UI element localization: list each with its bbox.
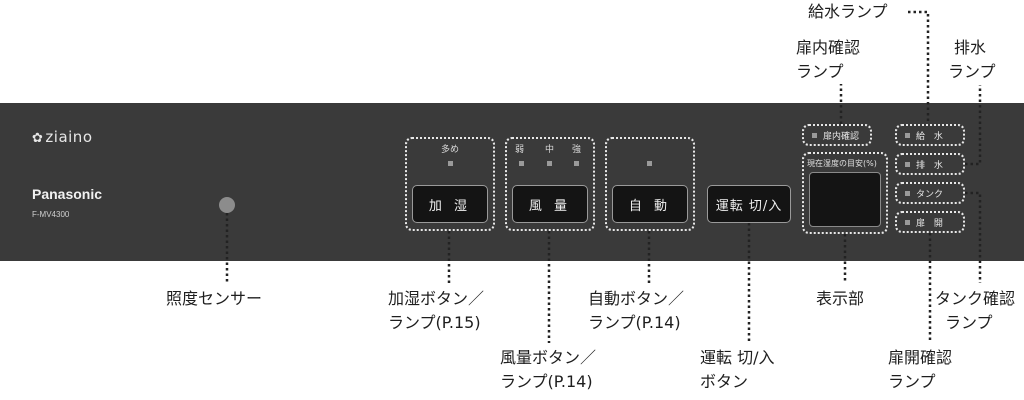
callout-humidify: 加湿ボタン／ ランプ(P.15) (388, 287, 484, 335)
callout-airflow-line1: 風量ボタン／ (500, 348, 597, 367)
callout-door-inner-line2: ランプ (796, 62, 844, 81)
callout-drain-line2: ランプ (948, 62, 996, 81)
airflow-button[interactable]: 風 量 (512, 185, 588, 223)
callout-auto: 自動ボタン／ ランプ(P.14) (588, 287, 684, 335)
door-inner-lamp: 扉内確認 (802, 124, 872, 146)
airflow-lamp-low (519, 161, 524, 166)
humidify-lamp (448, 161, 453, 166)
callout-drain: 排水 ランプ (948, 36, 996, 84)
auto-button[interactable]: 自 動 (612, 185, 688, 223)
callout-water-supply: 給水ランプ (808, 2, 888, 21)
drain-lamp-label: 排 水 (916, 160, 946, 171)
airflow-lamp-mid (547, 161, 552, 166)
drain-lamp: 排 水 (895, 153, 965, 175)
auto-group-outline (605, 137, 695, 231)
door-inner-lamp-label: 扉内確認 (823, 131, 860, 142)
callout-power-line2: ボタン (700, 372, 749, 391)
leader-drain (965, 85, 982, 166)
display-outline (802, 152, 888, 234)
logo-text: ziaino (45, 128, 93, 146)
callout-tank-line2: ランプ (945, 313, 993, 332)
door-inner-led (812, 132, 817, 138)
callout-door-inner-line1: 扉内確認 (796, 38, 861, 57)
tank-lamp-label: タンク (916, 189, 944, 200)
humidify-button[interactable]: 加 湿 (412, 185, 488, 223)
airflow-level-high: 強 (572, 145, 582, 155)
door-open-lamp-label: 扉 開 (916, 218, 946, 229)
humidify-level-label: 多め (441, 145, 460, 155)
callout-power: 運転 切/入 ボタン (700, 346, 774, 394)
callout-tank: タンク確認 ランプ (935, 287, 1015, 335)
power-button[interactable]: 運転 切/入 (707, 185, 791, 223)
callout-door-inner: 扉内確認 ランプ (796, 36, 860, 84)
ziaino-logo: ✿ziaino (32, 128, 93, 146)
callout-light-sensor: 照度センサー (166, 289, 263, 308)
callout-tank-line1: タンク確認 (935, 289, 1016, 308)
callout-auto-line2: ランプ(P.14) (588, 313, 681, 332)
water-supply-lamp-label: 給 水 (916, 131, 946, 142)
callout-door-open-line2: ランプ (888, 372, 936, 391)
callout-display: 表示部 (816, 289, 865, 308)
airflow-lamp-high (574, 161, 579, 166)
callout-door-open-line1: 扉開確認 (888, 348, 953, 367)
ziaino-mark-icon: ✿ (32, 131, 44, 146)
tank-lamp: タンク (895, 182, 965, 204)
auto-lamp (647, 161, 652, 166)
callout-humidify-line2: ランプ(P.15) (388, 313, 481, 332)
callout-drain-line1: 排水 (954, 38, 987, 57)
drain-led (905, 161, 910, 167)
door-open-led (905, 219, 910, 225)
leader-tank (965, 191, 982, 283)
humidify-group-outline (405, 137, 495, 231)
airflow-group-outline (505, 137, 595, 231)
model-number: F-MV4300 (32, 210, 70, 219)
callout-airflow-line2: ランプ(P.14) (500, 372, 593, 391)
light-sensor (219, 197, 235, 213)
callout-door-open: 扉開確認 ランプ (888, 346, 952, 394)
display-title: 現在湿度の目安(%) (807, 159, 877, 168)
leader-water-supply (908, 10, 930, 124)
callout-humidify-line1: 加湿ボタン／ (388, 289, 485, 308)
tank-led (905, 190, 910, 196)
door-open-lamp: 扉 開 (895, 211, 965, 233)
water-supply-lamp: 給 水 (895, 124, 965, 146)
brand-name: Panasonic (32, 186, 103, 202)
humidity-display (809, 172, 881, 227)
water-supply-led (905, 132, 910, 138)
airflow-level-mid: 中 (545, 145, 555, 155)
callout-auto-line1: 自動ボタン／ (588, 289, 685, 308)
callout-power-line1: 運転 切/入 (700, 348, 775, 367)
callout-airflow: 風量ボタン／ ランプ(P.14) (500, 346, 596, 394)
airflow-level-low: 弱 (515, 145, 525, 155)
